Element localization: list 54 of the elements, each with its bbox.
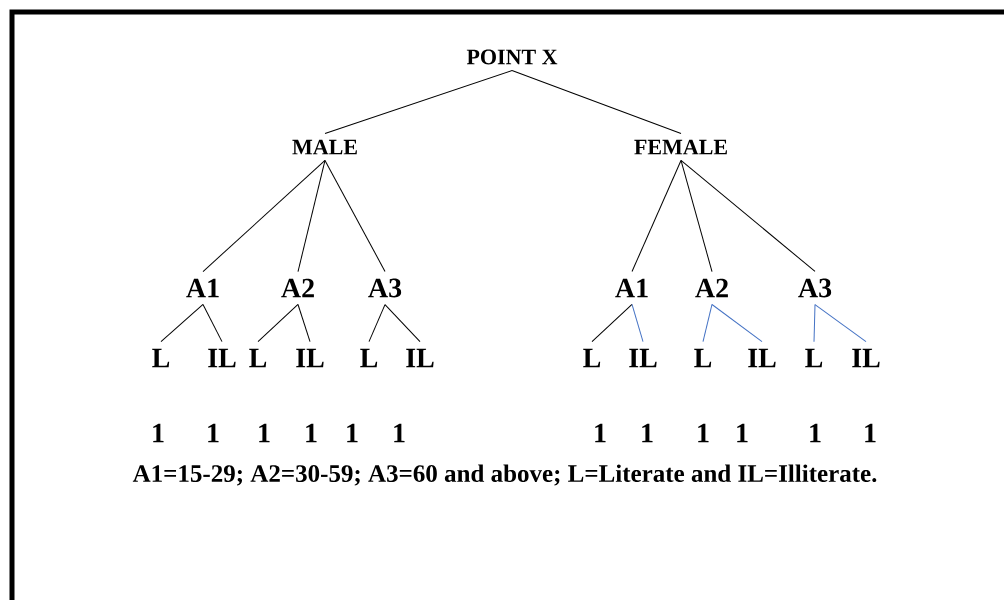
tree-label: IL <box>748 348 776 368</box>
branch-line <box>680 159 713 273</box>
count-number: 1 <box>737 423 748 443</box>
branch-line <box>813 304 816 343</box>
count-number: 1 <box>865 423 876 443</box>
tree-label: L <box>805 348 823 368</box>
tree-label: A2 <box>695 278 728 298</box>
branch-line <box>631 159 682 273</box>
branch-line <box>257 304 299 343</box>
tree-label: IL <box>296 348 324 368</box>
branch-line <box>160 303 204 343</box>
count-number: 1 <box>810 423 821 443</box>
tree-label: A1 <box>186 278 219 298</box>
tree-label: A3 <box>798 278 832 298</box>
branch-line <box>297 159 326 273</box>
branch-line <box>202 159 326 273</box>
tree-label: IL <box>208 348 236 368</box>
branch-line <box>591 303 633 343</box>
branch-line <box>324 159 386 272</box>
tree-label: IL <box>406 348 434 368</box>
count-number: 1 <box>259 423 270 443</box>
tree-label: L <box>152 348 170 368</box>
branch-line <box>814 304 867 343</box>
tree-label: A1 <box>615 278 648 298</box>
count-number: 1 <box>595 423 606 443</box>
branch-line <box>368 304 386 343</box>
count-number: 1 <box>347 423 358 443</box>
branch-line <box>511 70 682 135</box>
branch-line <box>202 303 223 343</box>
count-number: 1 <box>208 423 219 443</box>
key-note: A1=15-29; A2=30-59; A3=60 and above; L=Literate and IL=Illiterate. <box>132 464 877 486</box>
count-number: 1 <box>394 423 405 443</box>
count-number: 1 <box>153 423 164 443</box>
tree-heading: FEMALE <box>634 139 727 155</box>
tree-heading: MALE <box>292 139 357 155</box>
tree-label: A3 <box>368 278 402 298</box>
branch-line <box>702 304 713 343</box>
branch-line <box>324 70 513 135</box>
tree-label: L <box>360 348 378 368</box>
count-number: 1 <box>642 423 653 443</box>
branch-line <box>680 159 816 272</box>
branch-line <box>297 304 311 343</box>
tree-label: L <box>694 348 712 368</box>
branch-line <box>711 304 763 343</box>
tree-label: L <box>583 348 601 368</box>
count-number: 1 <box>306 423 317 443</box>
tree-label: IL <box>852 348 880 368</box>
tree-label: L <box>249 348 267 368</box>
branch-line <box>631 303 644 343</box>
tree-heading: POINT X <box>466 49 558 65</box>
branch-line <box>384 304 421 343</box>
count-number: 1 <box>698 423 709 443</box>
tree-label: IL <box>629 348 657 368</box>
tree-label: A2 <box>281 278 314 298</box>
